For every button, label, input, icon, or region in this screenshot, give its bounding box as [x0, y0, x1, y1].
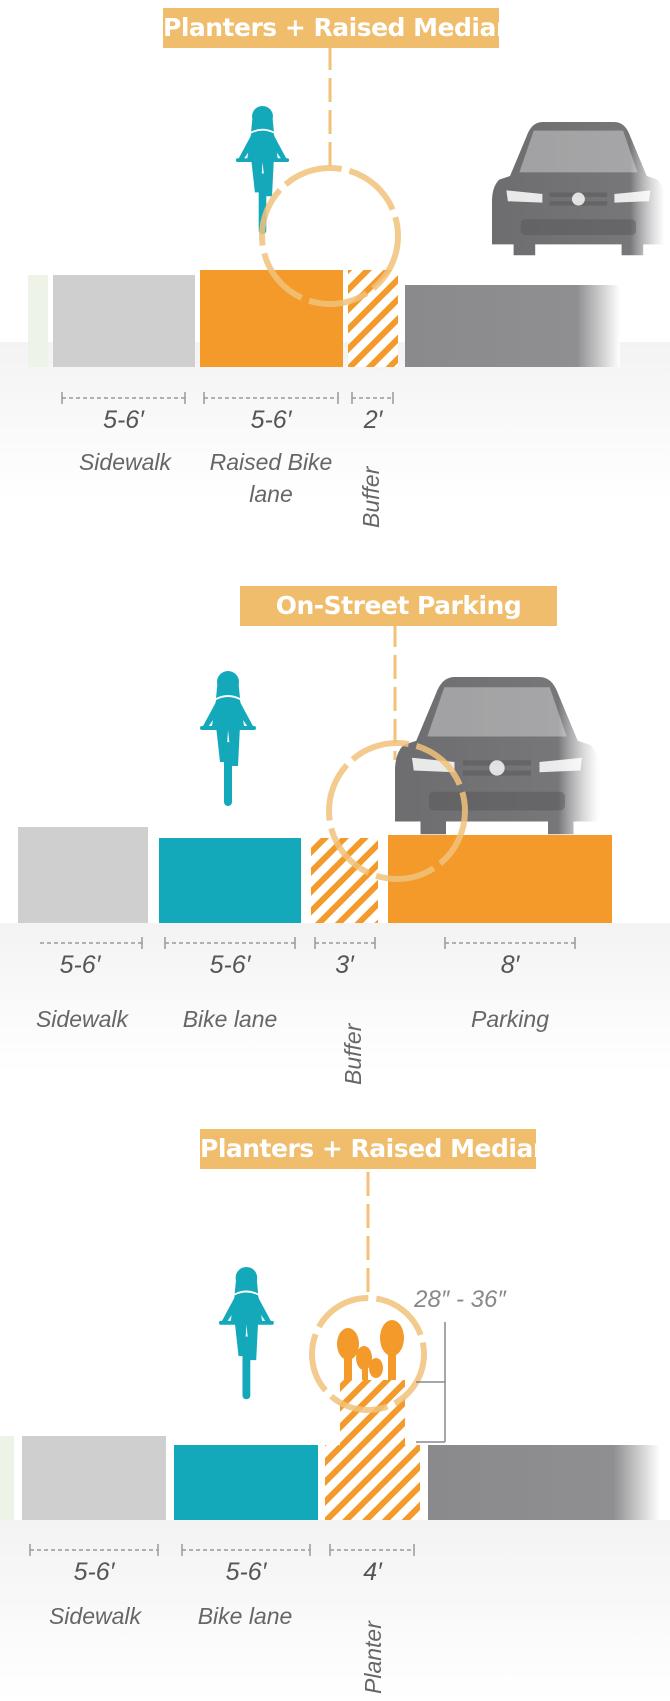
cactus-planter-icon [337, 1320, 404, 1380]
dim-sidewalk: 5-6′ [103, 406, 144, 434]
bike-lane-block [200, 270, 343, 367]
ground-shadow [0, 1520, 670, 1701]
parking-block [388, 835, 612, 923]
bike-lane-block [159, 838, 301, 923]
dim-sidewalk: 5-6′ [59, 951, 101, 979]
name-bike-lane: Bike lane [197, 1603, 293, 1629]
callout-circle [326, 740, 468, 882]
planter-block [325, 1445, 420, 1520]
dim-parking: 8′ [500, 951, 520, 979]
section-drawing [28, 46, 665, 404]
section-drawing [0, 1140, 660, 1556]
dimension-lines [61, 392, 394, 404]
name-buffer: Buffer [358, 466, 384, 528]
buffer-block [348, 270, 398, 367]
dim-bike-lane: 5-6′ [209, 951, 251, 979]
road-block [405, 285, 620, 367]
name-parking: Parking [471, 1006, 549, 1032]
dim-planter: 4′ [363, 1558, 382, 1586]
car-icon [395, 677, 599, 835]
ground-shadow [0, 923, 670, 1073]
panel-raised-bike-lane: Planters + Raised Medians 5-6′ 5-6′ 2′ S… [0, 0, 670, 545]
name-buffer: Buffer [340, 1023, 366, 1085]
sidewalk-block [53, 275, 195, 367]
edge-strip [0, 1436, 14, 1520]
road-block [428, 1445, 660, 1520]
name-sidewalk: Sidewalk [35, 1006, 129, 1032]
panel-label: Planters + Raised Medians [200, 1129, 565, 1169]
name-sidewalk: Sidewalk [48, 1603, 142, 1629]
sidewalk-block [22, 1436, 166, 1520]
dim-buffer: 3′ [335, 951, 354, 979]
dim-buffer: 2′ [363, 406, 383, 434]
ground-shadow [0, 342, 670, 502]
dim-sidewalk: 5-6′ [73, 1558, 115, 1586]
callout-circle [309, 1295, 427, 1413]
name-raised-bike-lane: Raised Bike lane [209, 449, 333, 507]
height-bracket [416, 1322, 446, 1443]
dim-bike-lane: 5-6′ [250, 406, 292, 434]
section-drawing [18, 623, 612, 949]
callout-circle [259, 165, 401, 307]
cyclist-icon [200, 671, 256, 806]
panel-on-street-parking: On-Street Parking 5-6′ 5-6′ 3′ 8′ Sidewa… [0, 545, 670, 1090]
car-icon [492, 122, 665, 256]
edge-strip [28, 275, 48, 367]
dimension-lines [40, 937, 576, 949]
panel-label: Planters + Raised Medians [163, 8, 528, 48]
name-planter: Planter [360, 1621, 386, 1694]
height-note: 28″ - 36″ [414, 1286, 506, 1313]
bike-lane-block [174, 1445, 318, 1520]
panel-planter-median: Planters + Raised Medians 28″ - 36″ 5-6′… [0, 1090, 670, 1701]
dimension-lines [29, 1544, 415, 1556]
sidewalk-block [18, 827, 148, 923]
cyclist-icon [218, 1266, 274, 1400]
dim-bike-lane: 5-6′ [225, 1558, 267, 1586]
name-sidewalk: Sidewalk [78, 449, 172, 475]
name-bike-lane: Bike lane [182, 1006, 278, 1032]
panel-label: On-Street Parking [240, 586, 557, 626]
